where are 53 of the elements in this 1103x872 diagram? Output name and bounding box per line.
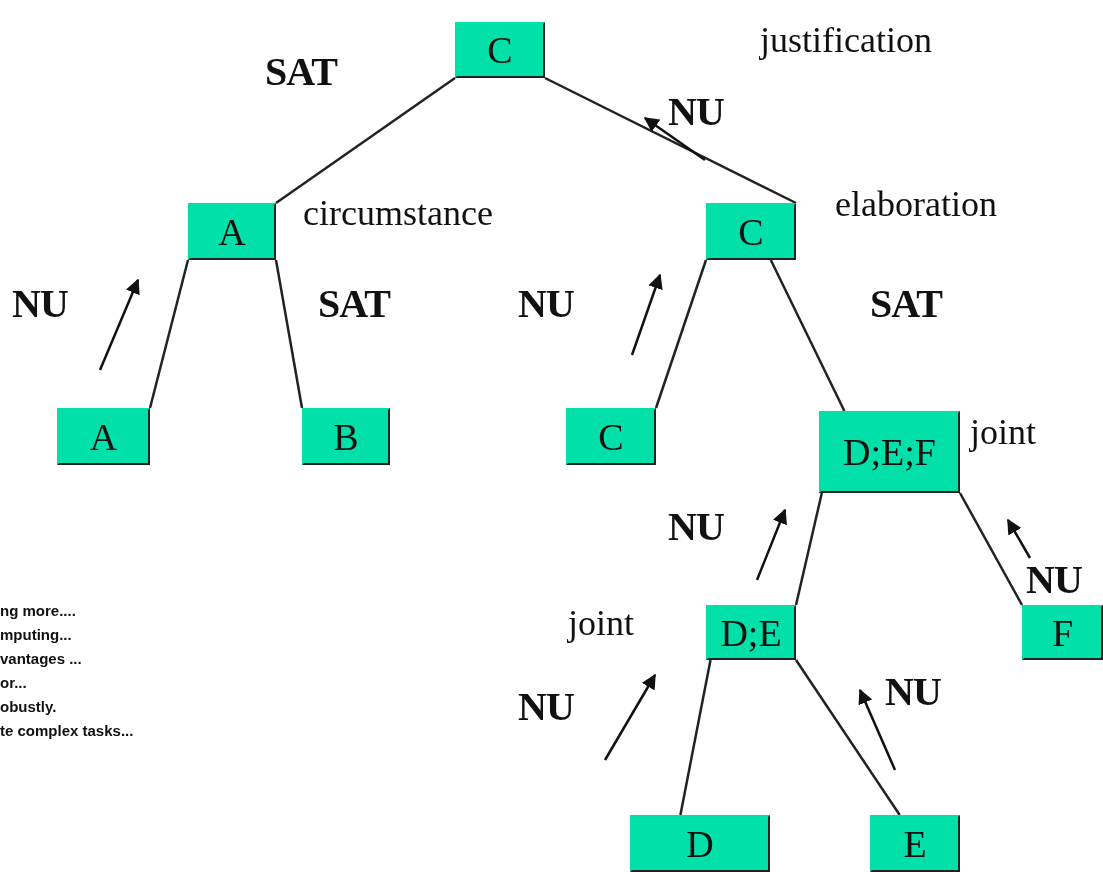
- note-text: vantages ...: [0, 651, 82, 666]
- tree-line: [769, 259, 846, 412]
- node-label: D;E;F: [843, 433, 936, 471]
- note-text: obustly.: [0, 699, 57, 714]
- node-label: D;E: [720, 613, 782, 652]
- nuclearity-label: NU: [518, 284, 574, 324]
- node-box: [706, 203, 796, 260]
- tree-line: [275, 76, 456, 205]
- note-text: ng more....: [0, 603, 76, 618]
- note-text: mputing...: [0, 627, 72, 642]
- tree-line: [148, 259, 190, 409]
- node-box: [57, 408, 150, 465]
- node-label: C: [598, 417, 624, 456]
- relation-label: joint: [568, 605, 634, 641]
- node-box: [706, 605, 796, 660]
- node-box: [302, 408, 390, 465]
- node-label: E: [903, 824, 927, 863]
- nuclearity-label: NU: [518, 687, 574, 727]
- tree-line: [794, 659, 901, 816]
- note-text: or...: [0, 675, 27, 690]
- nuclearity-label: NU: [1026, 560, 1082, 600]
- node-box: [630, 815, 770, 872]
- node-box: [870, 815, 960, 872]
- nuclearity-label: SAT: [265, 52, 337, 92]
- nuclearity-label: SAT: [870, 284, 942, 324]
- node-box: [188, 203, 276, 260]
- tree-line: [544, 76, 797, 205]
- node-label: B: [333, 417, 359, 456]
- relation-label: joint: [970, 414, 1036, 450]
- relation-label: justification: [760, 22, 932, 58]
- node-label: A: [218, 212, 246, 251]
- node-label: C: [738, 212, 764, 251]
- node-label: D: [686, 824, 714, 863]
- tree-line: [679, 659, 712, 816]
- tree-line: [794, 492, 824, 606]
- tree-line: [274, 259, 304, 409]
- relation-label: elaboration: [835, 186, 997, 222]
- nuclearity-label: NU: [885, 672, 941, 712]
- nuclearity-label: NU: [668, 507, 724, 547]
- tree-line: [958, 492, 1024, 606]
- nuclearity-label: SAT: [318, 284, 390, 324]
- node-box: [819, 411, 960, 493]
- nuclearity-label: NU: [668, 92, 724, 132]
- node-label: C: [487, 31, 513, 69]
- node-label: A: [89, 417, 118, 456]
- relation-label: circumstance: [303, 195, 493, 231]
- note-text: te complex tasks...: [0, 723, 134, 738]
- tree-line: [654, 259, 708, 409]
- nuclearity-label: NU: [12, 284, 68, 324]
- node-box: [1022, 605, 1103, 660]
- node-box: [455, 22, 545, 78]
- node-box: [566, 408, 656, 465]
- node-label: F: [1051, 613, 1074, 652]
